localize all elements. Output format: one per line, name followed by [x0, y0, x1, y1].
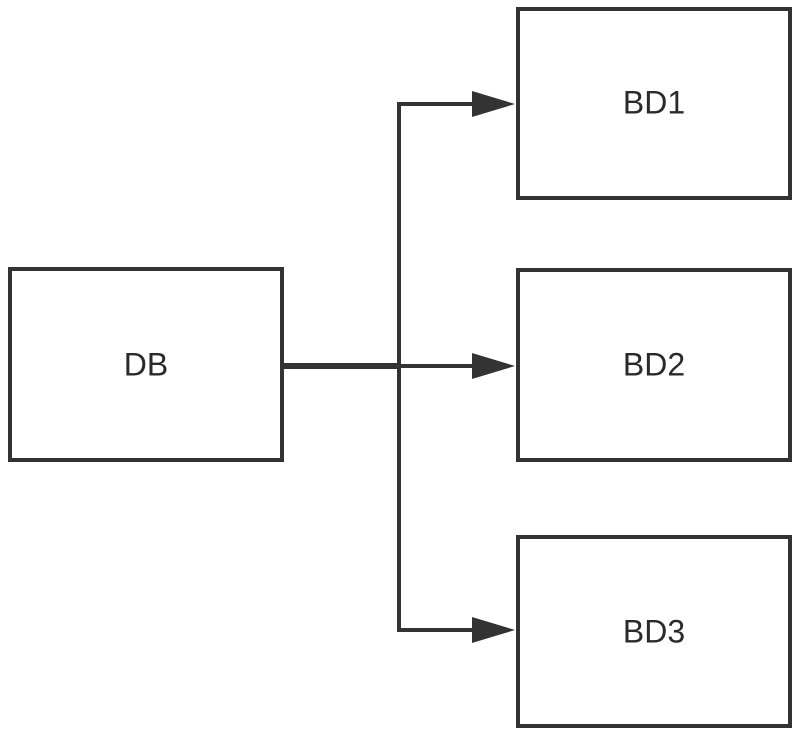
arrowhead-bd2 — [472, 353, 515, 379]
source-node-db: DB — [8, 267, 284, 462]
target-node-bd3: BD3 — [516, 535, 792, 728]
arrowhead-bd3 — [472, 617, 515, 643]
connectors — [284, 91, 515, 643]
target-node-box-2 — [516, 268, 792, 462]
target-node-box-1 — [516, 7, 792, 200]
source-node-label: DB — [124, 346, 168, 382]
arrowhead-bd1 — [472, 91, 515, 117]
target-node-bd1: BD1 — [516, 7, 792, 200]
target-node-bd2: BD2 — [516, 268, 792, 462]
target-node-label-3: BD3 — [623, 613, 685, 649]
source-node-box — [8, 267, 284, 462]
target-node-label-1: BD1 — [623, 84, 685, 120]
target-node-label-2: BD2 — [623, 346, 685, 382]
target-node-box-3 — [516, 535, 792, 728]
